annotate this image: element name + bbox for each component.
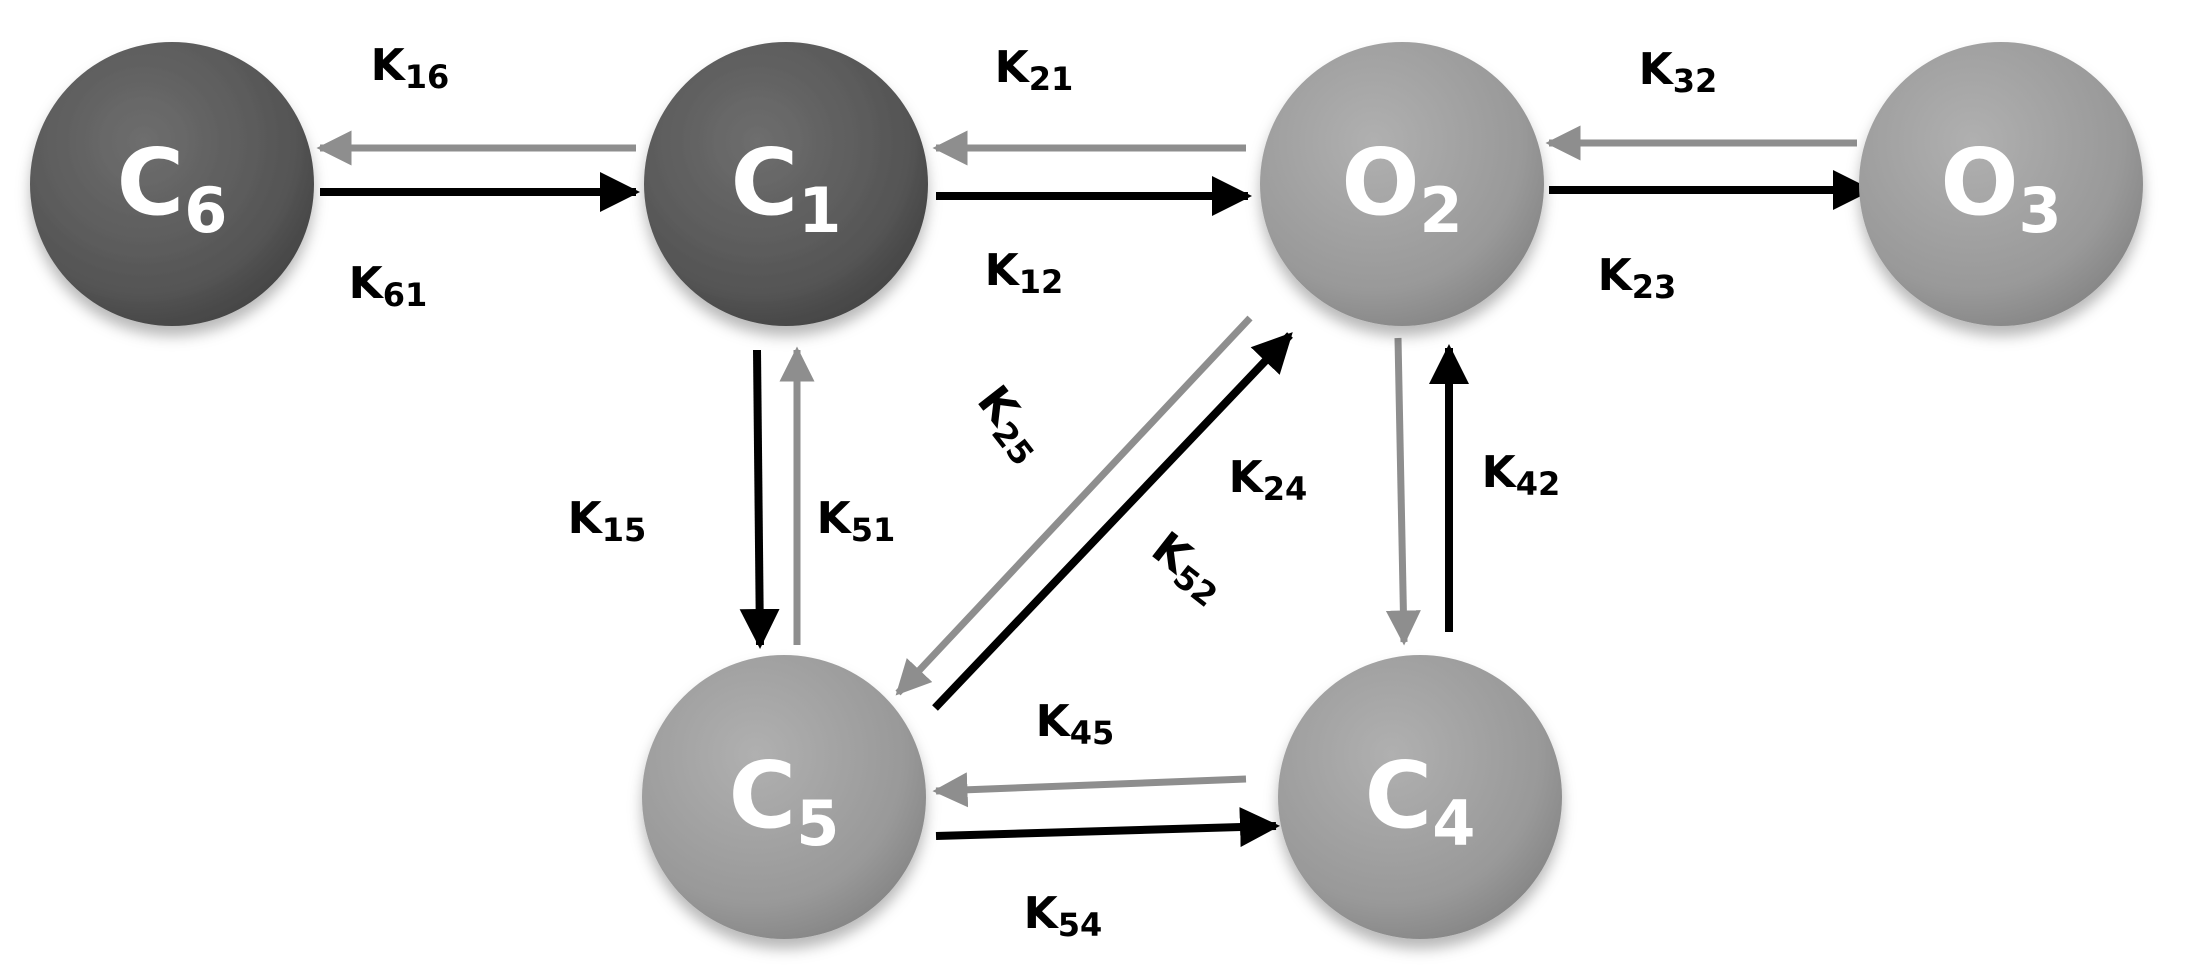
rate-subscript: 15 — [602, 511, 647, 549]
rate-subscript: 61 — [383, 276, 428, 314]
rate-label-k16: K16 — [371, 40, 450, 96]
arrow-o2-to-c5 — [895, 315, 1253, 696]
rate-label-k61: K61 — [349, 258, 428, 314]
rate-subscript: 54 — [1058, 906, 1103, 944]
rate-label-k21: K21 — [995, 42, 1074, 98]
rate-label-k45: K45 — [1036, 696, 1115, 752]
node-circle — [1859, 42, 2143, 326]
node-letter: C — [1365, 742, 1433, 849]
arrow-c5-to-o2 — [932, 332, 1293, 711]
rate-subscript: 12 — [1019, 263, 1064, 301]
node-subscript: 4 — [1432, 787, 1475, 860]
node-label: C5 — [729, 742, 840, 860]
rate-subscript: 45 — [1070, 714, 1115, 752]
node-subscript: 5 — [796, 787, 839, 860]
arrow-c4-to-c5 — [932, 772, 1247, 808]
node-circle — [1278, 655, 1562, 939]
node-label: C1 — [731, 129, 842, 247]
node-c1: C1 — [644, 42, 928, 326]
node-o2: O2 — [1260, 42, 1544, 326]
node-subscript: 6 — [184, 174, 227, 247]
rate-letter: K — [568, 493, 604, 544]
rate-letter: K — [995, 42, 1031, 93]
rate-subscript: 51 — [851, 511, 896, 549]
rate-letter: K — [1024, 888, 1060, 939]
arrow-c1-to-c5 — [739, 349, 780, 649]
rate-letter: K — [817, 493, 853, 544]
rate-label-k24: K24 — [1229, 452, 1308, 508]
node-circle — [1260, 42, 1544, 326]
node-circle — [642, 655, 926, 939]
node-circle — [644, 42, 928, 326]
rate-label-k23: K23 — [1598, 250, 1677, 306]
node-label: C6 — [117, 129, 228, 247]
node-c5: C5 — [642, 655, 926, 939]
node-c4: C4 — [1278, 655, 1562, 939]
rate-label-k52: K52 — [1139, 522, 1235, 615]
rate-label-k15: K15 — [568, 493, 647, 549]
rate-subscript: 16 — [405, 58, 450, 96]
node-letter: C — [731, 129, 799, 236]
arrow-o2-to-c4 — [1385, 337, 1421, 646]
rate-subscript: 21 — [1029, 60, 1074, 98]
rate-subscript: 32 — [1673, 62, 1718, 100]
node-label: C4 — [1365, 742, 1476, 860]
arrow-c5-to-c4 — [935, 807, 1280, 848]
rate-label-k25: K25 — [963, 376, 1056, 472]
node-circle — [30, 42, 314, 326]
node-c6: C6 — [30, 42, 314, 326]
node-letter: C — [117, 129, 185, 236]
node-label: O2 — [1341, 129, 1462, 247]
rate-letter: K — [349, 258, 385, 309]
rate-subscript: 24 — [1263, 470, 1308, 508]
transition-arrows — [316, 125, 1873, 848]
rate-letter: K — [1229, 452, 1265, 503]
rate-subscript: 23 — [1632, 268, 1677, 306]
rate-letter: K — [1482, 447, 1518, 498]
rate-label-k51: K51 — [817, 493, 896, 549]
node-label: O3 — [1940, 129, 2061, 247]
rate-subscript: 42 — [1516, 465, 1561, 503]
node-letter: O — [1940, 129, 2018, 236]
node-subscript: 2 — [1420, 174, 1463, 247]
rate-letter: K — [1036, 696, 1072, 747]
rate-letter: K — [1639, 44, 1675, 95]
node-o3: O3 — [1859, 42, 2143, 326]
node-letter: O — [1341, 129, 1419, 236]
node-letter: C — [729, 742, 797, 849]
rate-letter: K — [1598, 250, 1634, 301]
rate-letter: K — [985, 245, 1021, 296]
rate-label-k12: K12 — [985, 245, 1064, 301]
node-subscript: 3 — [2019, 174, 2062, 247]
node-subscript: 1 — [798, 174, 841, 247]
rate-letter: K — [371, 40, 407, 91]
rate-label-k42: K42 — [1482, 447, 1561, 503]
rate-label-k54: K54 — [1024, 888, 1103, 944]
rate-label-k32: K32 — [1639, 44, 1718, 100]
